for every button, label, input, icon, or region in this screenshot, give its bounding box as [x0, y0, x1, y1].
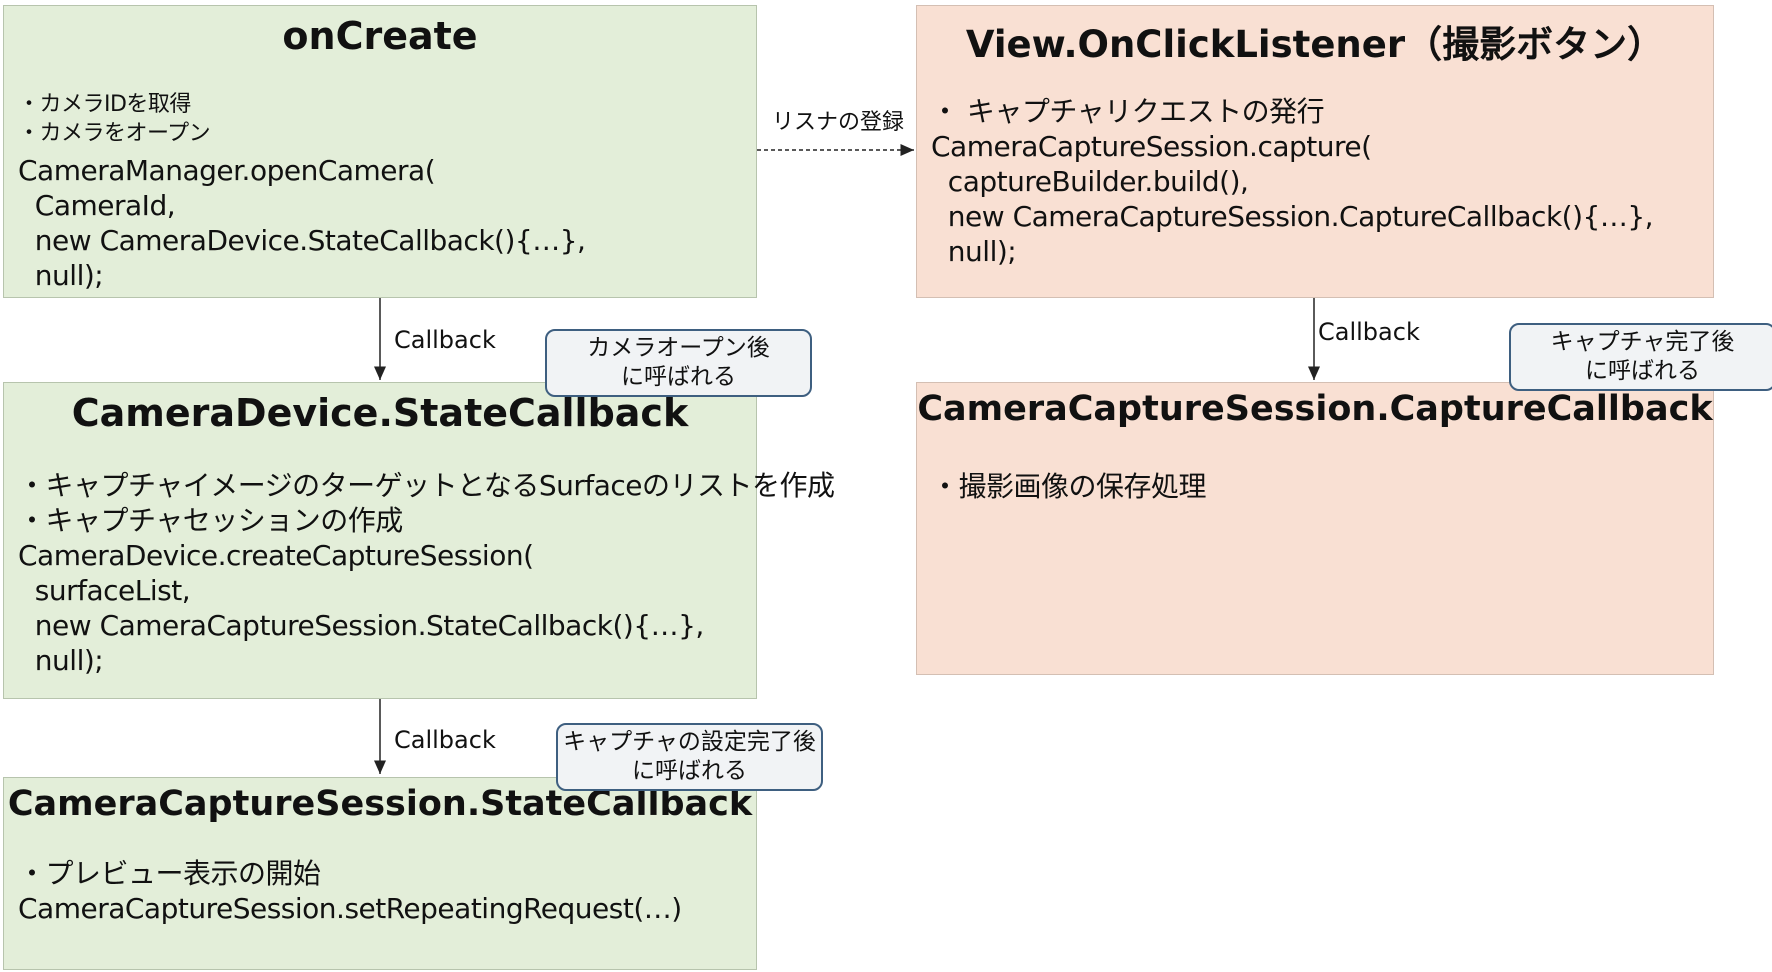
capture-session-statecallback-box: CameraCaptureSession.StateCallback ・プレビュ…	[3, 777, 757, 970]
callout-after-capture-line-2: に呼ばれる	[1585, 358, 1700, 384]
oncreate-bullet-2: ・カメラをオープン	[18, 121, 211, 146]
listener-registration-label: リスナの登録	[772, 110, 905, 135]
capture-session-statecallback-body: ・プレビュー表示の開始 CameraCaptureSession.setRepe…	[18, 857, 682, 925]
callout-after-camera-open-line-2: に呼ばれる	[621, 364, 736, 390]
oncreate-title: onCreate	[282, 14, 478, 58]
onclick-listener-body: ・ キャプチャリクエストの発行 CameraCaptureSession.cap…	[931, 95, 1654, 268]
oncreate-box: onCreate ・カメラIDを取得 ・カメラをオープン CameraManag…	[3, 5, 757, 298]
callback-label-1: Callback	[394, 326, 496, 354]
callout-after-capture-config-line-1: キャプチャの設定完了後	[563, 729, 816, 755]
callout-after-camera-open-line-1: カメラオープン後	[587, 335, 770, 361]
capture-callback-title: CameraCaptureSession.CaptureCallback	[917, 389, 1713, 429]
camera-device-statecallback-body: ・キャプチャイメージのターゲットとなるSurfaceのリストを作成 ・キャプチャ…	[18, 469, 835, 677]
callout-after-capture: キャプチャ完了後 に呼ばれる	[1509, 323, 1772, 391]
callout-after-capture-config-line-2: に呼ばれる	[632, 758, 747, 784]
camera-device-statecallback-title: CameraDevice.StateCallback	[71, 391, 689, 435]
capture-callback-body: ・撮影画像の保存処理	[931, 470, 1207, 503]
callout-after-camera-open: カメラオープン後 に呼ばれる	[545, 329, 812, 397]
oncreate-code: CameraManager.openCamera( CameraId, new …	[18, 154, 586, 292]
callout-after-capture-config: キャプチャの設定完了後 に呼ばれる	[556, 723, 823, 791]
onclick-listener-box: View.OnClickListener（撮影ボタン） ・ キャプチャリクエスト…	[916, 5, 1714, 298]
callout-after-capture-line-1: キャプチャ完了後	[1550, 329, 1735, 355]
callback-label-2: Callback	[394, 726, 496, 754]
oncreate-bullet-1: ・カメラIDを取得	[18, 92, 191, 117]
callback-label-3: Callback	[1318, 318, 1420, 346]
capture-callback-box: CameraCaptureSession.CaptureCallback ・撮影…	[916, 382, 1714, 675]
camera-device-statecallback-box: CameraDevice.StateCallback ・キャプチャイメージのター…	[3, 382, 835, 699]
onclick-listener-title: View.OnClickListener（撮影ボタン）	[965, 23, 1665, 66]
